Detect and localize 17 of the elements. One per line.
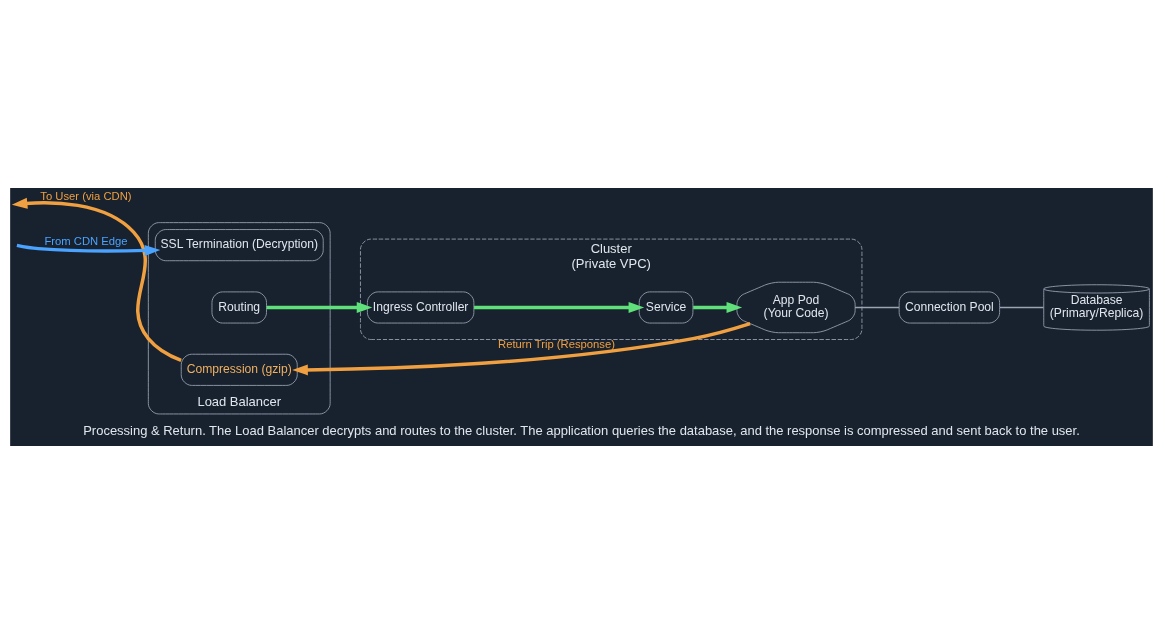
node-box: Service: [638, 291, 694, 324]
arrow: [693, 302, 743, 313]
node-box: Routing: [211, 291, 267, 324]
arrow: [474, 302, 645, 313]
arrow: [292, 321, 751, 376]
connector: [999, 306, 1045, 309]
node-box: Compression (gzip): [180, 353, 298, 386]
connector: [854, 306, 900, 309]
node-box: Connection Pool: [898, 291, 1001, 324]
edge-label: To User (via CDN): [40, 190, 132, 203]
edge-label: From CDN Edge: [44, 235, 128, 248]
node-box: Ingress Controller: [366, 291, 475, 324]
node-box: SSL Termination (Decryption): [154, 229, 324, 262]
arrow: [16, 243, 161, 256]
caption: Processing & Return. The Load Balancer decrypts and routes to the cluster. The application queries the database, and the response is compressed and sent back to the user.: [83, 422, 1080, 438]
arrow: [266, 302, 373, 313]
edge-label: Return Trip (Response): [498, 337, 616, 350]
